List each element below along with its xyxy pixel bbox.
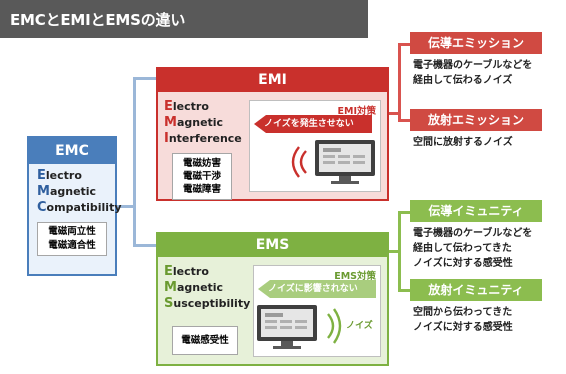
ems-countermeasure-panel: EMS対策 ノイズに影響されない ノイズ [253,265,381,357]
ems-word-3-initial: S [164,296,174,311]
emc-word-3-rest: ompatibility [46,201,122,214]
emi-word-2-rest: agnetic [176,116,224,129]
emi-term-3: 電磁障害 [182,184,221,195]
ems-term-1: 電磁感受性 [181,335,229,346]
emi-arrow-label: ノイズを発生させない [254,115,372,133]
emc-word-3-initial: C [37,200,47,215]
emc-word-1-initial: E [37,168,46,183]
emi-word-3-rest: nterference [168,132,242,145]
emc-to-ems-connector [133,244,157,247]
ems-right-connector [389,250,399,253]
diagram-title: EMCとEMIとEMSの違い [0,0,368,38]
emi-word-2-initial: M [164,115,177,130]
emi-word-3-initial: I [164,131,169,146]
emc-box: EMC Electro Magnetic Compatibility 電磁両立性… [27,136,122,276]
conducted-immunity-tag: 伝導イミュニティ [410,200,542,222]
noise-label: ノイズ [346,321,373,331]
radiated-immunity-desc-line-2: ノイズに対する感受性 [413,322,513,333]
conducted-emission-desc-line-1: 電子機器のケーブルなどを [413,60,533,71]
emi-japanese-terms: 電磁妨害 電磁干渉 電磁障害 [172,153,232,200]
monitor-icon [315,140,375,184]
radiated-emission-desc: 空間に放射するノイズ [413,135,513,150]
emi-branch-top [398,43,410,46]
ems-branch-top [398,211,410,214]
emc-to-emi-connector [133,77,157,80]
emi-countermeasure-panel: EMI対策 ノイズを発生させない [249,100,381,192]
radiated-emission-tag: 放射エミッション [410,109,542,131]
emc-connector-stub [117,205,134,208]
ems-countermeasure-label: EMS対策 [334,271,376,282]
radiated-immunity-tag: 放射イミュニティ [410,279,542,301]
emc-term-1: 電磁両立性 [48,226,96,237]
emi-term-1: 電磁妨害 [182,158,221,169]
emi-box: EMI Electro Magnetic Interference 電磁妨害 電… [156,67,389,201]
emc-acronym-words: Electro Magnetic Compatibility [29,164,122,216]
emi-word-1-initial: E [164,99,173,114]
emc-connector-vertical [133,78,136,246]
emi-branch-bottom [398,119,410,122]
conducted-immunity-desc-line-2: 経由して伝わってきた [413,243,512,254]
emi-branch-vertical [398,43,401,121]
emi-word-1-rest: lectro [172,100,209,113]
emission-waves-icon [291,146,307,178]
emi-countermeasure-label: EMI対策 [337,106,376,117]
emc-word-2-initial: M [37,184,50,199]
emi-term-2: 電磁干渉 [182,171,221,182]
conducted-emission-desc: 電子機器のケーブルなどを 経由して伝わるノイズ [413,58,532,88]
conducted-immunity-desc-line-1: 電子機器のケーブルなどを [413,228,533,239]
ems-box: EMS Electro Magnetic Susceptibility 電磁感受… [156,232,389,366]
ems-heading: EMS [158,234,387,257]
conducted-emission-desc-line-2: 経由して伝わるノイズ [413,75,513,86]
conducted-immunity-desc-line-3: ノイズに対する感受性 [413,258,513,269]
emc-japanese-terms: 電磁両立性 電磁適合性 [37,222,107,256]
conducted-immunity-desc: 電子機器のケーブルなどを 経由して伝わってきた ノイズに対する感受性 [413,226,532,271]
ems-branch-vertical [398,211,401,291]
conducted-emission-tag: 伝導エミッション [410,32,542,54]
ems-acronym-words: Electro Magnetic Susceptibility [164,264,250,312]
ems-word-2-rest: agnetic [176,281,224,294]
ems-word-2-initial: M [164,280,177,295]
incoming-noise-waves-icon [327,308,342,344]
radiated-immunity-desc: 空間から伝わってきた ノイズに対する感受性 [413,305,513,335]
emi-heading: EMI [158,69,387,92]
ems-japanese-terms: 電磁感受性 [172,326,238,355]
ems-word-3-rest: usceptibility [173,297,251,310]
emc-term-2: 電磁適合性 [48,240,96,251]
ems-arrow-label: ノイズに影響されない [258,280,376,298]
ems-branch-bottom [398,289,410,292]
radiated-immunity-desc-line-1: 空間から伝わってきた [413,307,513,318]
emc-word-1-rest: lectro [45,169,82,182]
emi-acronym-words: Electro Magnetic Interference [164,99,242,147]
monitor-icon [257,305,317,349]
emc-heading: EMC [29,138,115,164]
ems-word-1-rest: lectro [172,265,209,278]
ems-word-1-initial: E [164,264,173,279]
emi-right-connector [389,112,399,115]
radiated-emission-desc-line-1: 空間に放射するノイズ [413,137,513,148]
emc-word-2-rest: agnetic [49,185,97,198]
